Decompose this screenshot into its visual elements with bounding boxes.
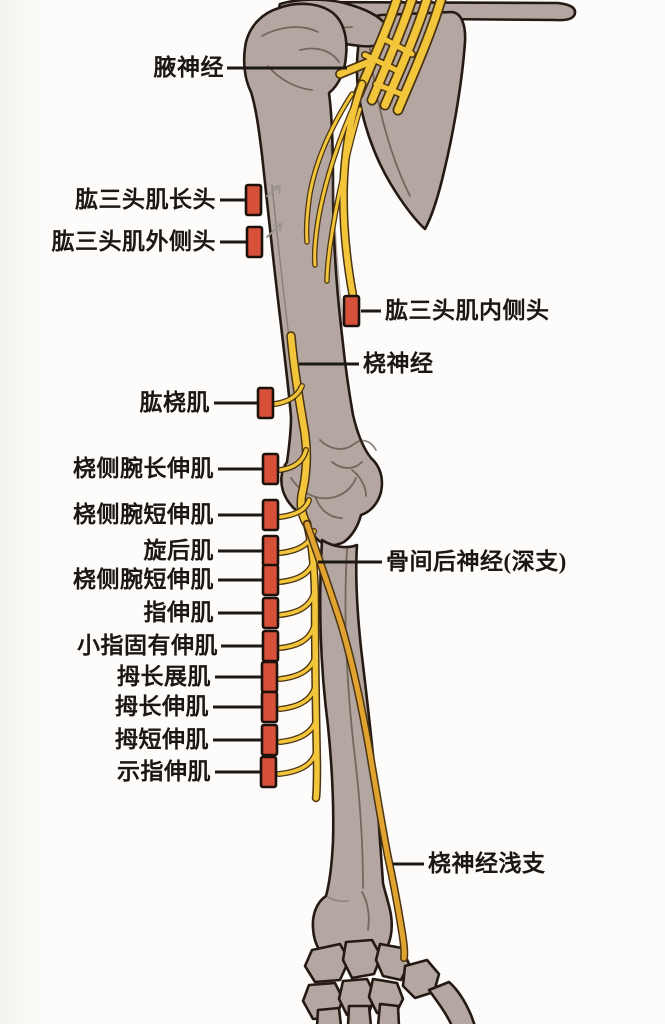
label-extensor-digitorum: 指伸肌 [143, 600, 214, 625]
label-posterior-interosseous-nerve: 骨间后神经(深支) [386, 549, 567, 574]
marker-triceps-lateral-head [245, 225, 264, 259]
carpal-bones [301, 938, 441, 1021]
marker-supinator [261, 534, 280, 568]
marker-extensor-digiti-minimi [261, 629, 280, 663]
label-axillary-nerve: 腋神经 [153, 55, 224, 80]
leader-lines [213, 66, 424, 866]
marker-extensor-indicis [259, 755, 278, 789]
label-ecr-brevis-2: 桡侧腕短伸肌 [73, 567, 214, 592]
label-extensor-pollicis-longus: 拇长伸肌 [115, 694, 209, 719]
marker-triceps-long-head [244, 183, 263, 217]
pointer-arrows [266, 185, 282, 238]
metacarpal-bones [315, 980, 476, 1024]
pointer-arrow [266, 223, 282, 238]
label-supinator: 旋后肌 [143, 538, 214, 563]
label-triceps-lateral-head: 肱三头肌外侧头 [51, 229, 216, 254]
label-triceps-medial-head: 肱三头肌内侧头 [385, 298, 550, 323]
marker-brachioradialis [256, 386, 275, 420]
label-ecr-longus: 桡侧腕长伸肌 [73, 456, 214, 481]
label-abductor-pollicis-longus: 拇长展肌 [117, 664, 211, 689]
marker-extensor-digitorum [261, 596, 280, 630]
forearm-bones [311, 538, 394, 965]
marker-abductor-pollicis-longus [260, 660, 279, 694]
label-triceps-long-head: 肱三头肌长头 [75, 187, 216, 212]
marker-ecr-brevis-1 [261, 498, 280, 532]
label-brachioradialis: 肱桡肌 [139, 390, 210, 415]
marker-extensor-pollicis-brevis [260, 723, 279, 757]
muscle-markers [244, 183, 361, 789]
pointer-arrow [266, 185, 281, 197]
label-radial-nerve: 桡神经 [363, 351, 434, 376]
humerus-bone [242, 2, 384, 547]
label-superficial-radial-nerve: 桡神经浅支 [428, 851, 546, 876]
marker-triceps-medial-head [342, 294, 361, 328]
label-extensor-indicis: 示指伸肌 [117, 759, 211, 784]
skeleton [242, 0, 577, 1024]
label-extensor-digiti-minimi: 小指固有伸肌 [77, 633, 218, 658]
marker-ecr-longus [261, 452, 280, 486]
label-ecr-brevis-1: 桡侧腕短伸肌 [73, 502, 214, 527]
label-extensor-pollicis-brevis: 拇短伸肌 [115, 727, 209, 752]
marker-ecr-brevis-2 [261, 563, 280, 597]
marker-extensor-pollicis-longus [260, 690, 279, 724]
